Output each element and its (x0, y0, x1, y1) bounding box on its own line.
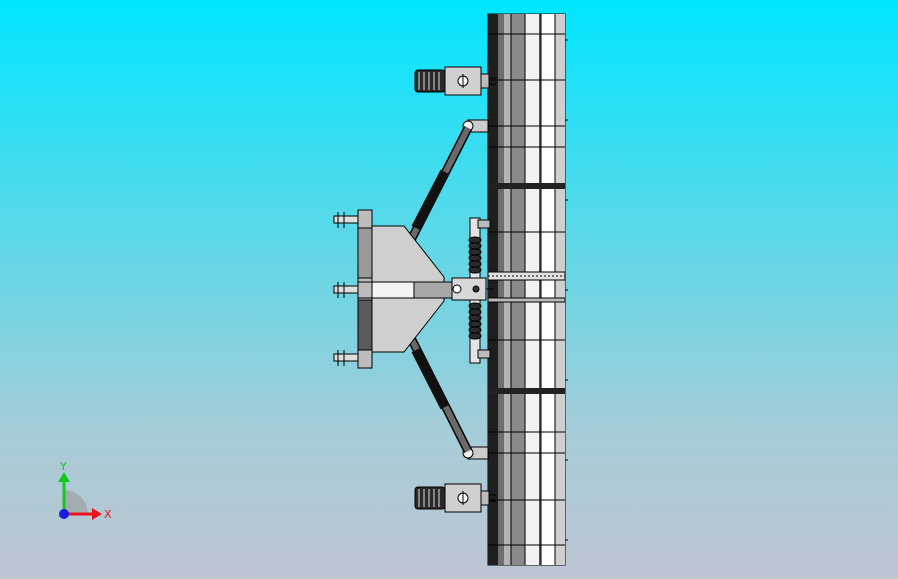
hitch-frame[interactable] (357, 209, 453, 369)
center-spring-assembly[interactable] (451, 217, 494, 364)
lower-hydraulic-arm[interactable] (404, 330, 473, 454)
upper-hydraulic-arm[interactable] (404, 125, 473, 249)
y-axis-label: Y (59, 460, 67, 473)
top-wheel-assembly[interactable] (414, 66, 496, 96)
roller-drum[interactable] (487, 13, 568, 566)
bottom-wheel-assembly[interactable] (414, 483, 496, 513)
x-axis-label: X (104, 508, 112, 521)
axis-triad: Y X (58, 460, 112, 521)
z-axis-dot (59, 509, 69, 519)
hitch-pins (333, 212, 359, 366)
